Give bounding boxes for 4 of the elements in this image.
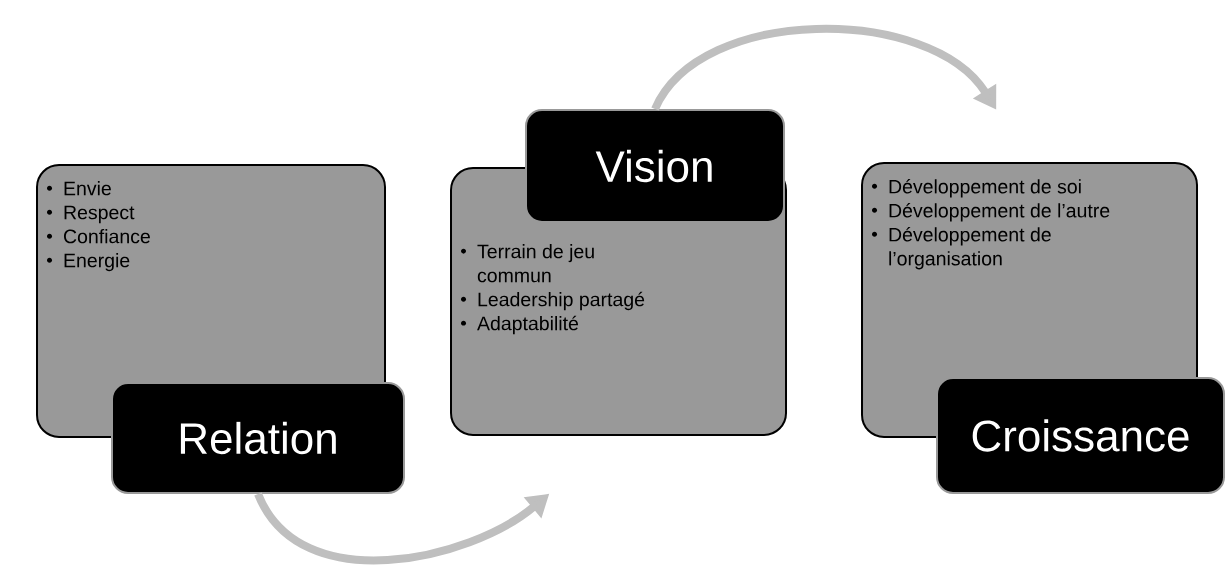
title-box: Relation: [111, 382, 405, 494]
curved-arrow: [651, 24, 997, 112]
title-box: Croissance: [936, 377, 1225, 494]
title-box: Vision: [525, 109, 785, 223]
